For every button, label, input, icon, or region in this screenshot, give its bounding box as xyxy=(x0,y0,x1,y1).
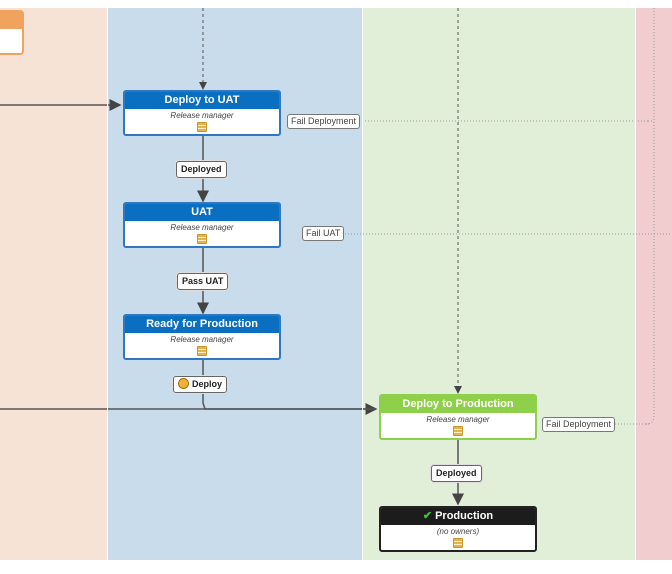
offscreen-state-node[interactable] xyxy=(0,10,24,55)
transition-deployed[interactable]: Deployed xyxy=(431,465,482,482)
node-owner: Release manager xyxy=(170,223,234,232)
transition-deploy[interactable]: Deploy xyxy=(173,376,228,393)
document-icon[interactable] xyxy=(197,234,207,244)
document-icon[interactable] xyxy=(197,122,207,132)
node-owner: Release manager xyxy=(170,335,234,344)
checkmark-icon: ✔ xyxy=(422,510,433,522)
transition-fail-deployment[interactable]: Fail Deployment xyxy=(287,114,361,129)
transition-fail-deployment[interactable]: Fail Deployment xyxy=(542,417,616,432)
node-title-row: ✔Production xyxy=(381,508,535,525)
lane-divider xyxy=(635,8,636,560)
node-title: UAT xyxy=(125,204,279,221)
node-title: Deploy to Production xyxy=(381,396,535,413)
transition-fail-uat[interactable]: Fail UAT xyxy=(302,226,345,241)
state-node-ready-for-production[interactable]: Ready for Production Release manager xyxy=(123,314,281,360)
node-title: Production xyxy=(435,510,494,522)
node-owner: Release manager xyxy=(426,415,490,424)
state-node-deploy-to-production[interactable]: Deploy to Production Release manager xyxy=(379,394,537,440)
document-icon[interactable] xyxy=(197,346,207,356)
swimlane-green xyxy=(363,8,635,560)
state-node-uat[interactable]: UAT Release manager xyxy=(123,202,281,248)
document-icon[interactable] xyxy=(453,426,463,436)
node-owner: (no owners) xyxy=(436,527,480,536)
node-owner: Release manager xyxy=(170,111,234,120)
transition-deployed[interactable]: Deployed xyxy=(176,161,227,178)
transition-pass-uat[interactable]: Pass UAT xyxy=(177,273,229,290)
transition-label: Deploy xyxy=(192,379,223,389)
lane-divider xyxy=(107,8,108,560)
node-title: Deploy to UAT xyxy=(125,92,279,109)
node-title: Ready for Production xyxy=(125,316,279,333)
state-node-deploy-to-uat[interactable]: Deploy to UAT Release manager xyxy=(123,90,281,136)
lane-divider xyxy=(362,8,363,560)
swimlane-orange xyxy=(0,8,107,560)
gear-icon xyxy=(178,378,189,389)
document-icon[interactable] xyxy=(453,538,463,548)
state-node-production[interactable]: ✔Production (no owners) xyxy=(379,506,537,552)
